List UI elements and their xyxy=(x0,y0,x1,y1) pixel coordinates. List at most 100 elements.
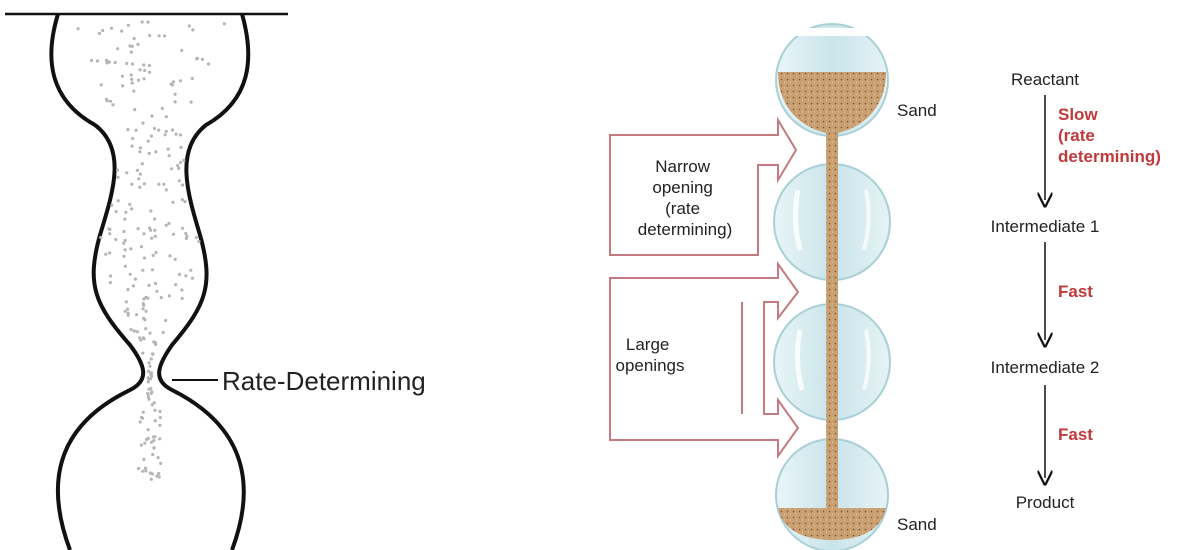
sand-dot xyxy=(165,130,168,133)
sand-dot xyxy=(150,375,153,378)
sand-dot xyxy=(170,82,173,85)
sand-dot xyxy=(134,278,137,281)
sand-dot xyxy=(130,183,133,186)
sand-dot xyxy=(145,438,148,441)
sand-dot xyxy=(201,58,204,61)
sand-dot xyxy=(90,59,93,62)
step-intermediate-1: Intermediate 1 xyxy=(991,217,1100,236)
sand-dot xyxy=(109,281,112,284)
sand-dot xyxy=(142,337,145,340)
sand-dot xyxy=(165,115,168,118)
sand-dot xyxy=(171,201,174,204)
sand-dot xyxy=(140,444,143,447)
sand-dot xyxy=(188,24,191,27)
sand-dot xyxy=(148,226,151,229)
sand-dot xyxy=(141,122,144,125)
sand-dot xyxy=(150,237,153,240)
sand-dot xyxy=(128,44,131,47)
sand-dot xyxy=(165,188,168,191)
sand-dot xyxy=(108,228,111,231)
sand-dot xyxy=(111,103,114,106)
sand-dot xyxy=(130,73,133,76)
sand-dot xyxy=(130,207,133,210)
reaction-steps: Reactant Slow (rate determining) Interme… xyxy=(991,70,1161,512)
sand-dot xyxy=(148,365,151,368)
sand-dot xyxy=(141,162,144,165)
sand-dot xyxy=(133,37,136,40)
sand-dot xyxy=(137,227,140,230)
sand-dot xyxy=(151,268,154,271)
sand-dot xyxy=(152,439,155,442)
sand-dot xyxy=(129,247,132,250)
sand-dot xyxy=(136,169,139,172)
sand-dot xyxy=(147,361,150,364)
sand-dot xyxy=(168,294,171,297)
sand-dot xyxy=(176,164,179,167)
sand-dot xyxy=(132,90,135,93)
sand-dot xyxy=(168,254,171,257)
sand-dot xyxy=(146,21,149,24)
sand-dot xyxy=(158,437,161,440)
sand-dot xyxy=(142,232,145,235)
sand-dot xyxy=(99,236,102,239)
sand-dot xyxy=(126,128,129,131)
sand-dot xyxy=(160,296,163,299)
sand-dot xyxy=(140,245,143,248)
sand-dot xyxy=(143,442,146,445)
sand-dot xyxy=(159,416,162,419)
sand-dot xyxy=(157,129,160,132)
sand-dot xyxy=(154,282,157,285)
sand-dot xyxy=(148,34,151,37)
sand-dot xyxy=(122,230,125,233)
sand-dot xyxy=(110,204,113,207)
hourglass-outline-right xyxy=(159,14,248,550)
sand-dot xyxy=(153,229,156,232)
sand-dot xyxy=(142,411,145,414)
sand-dot xyxy=(183,200,186,203)
sand-dot xyxy=(179,161,182,164)
sand-dot xyxy=(153,401,156,404)
sand-dot xyxy=(175,133,178,136)
sand-dot xyxy=(168,154,171,157)
sand-dot xyxy=(135,129,138,132)
step-product: Product xyxy=(1016,493,1075,512)
left-hourglass-diagram: Rate-Determining xyxy=(5,14,426,550)
sand-dot xyxy=(182,159,185,162)
sand-dot xyxy=(154,150,157,153)
sand-dot xyxy=(153,127,156,130)
sand-dot xyxy=(190,101,193,104)
sand-dot xyxy=(165,224,168,227)
sand-dot xyxy=(155,290,158,293)
sand-dot xyxy=(127,312,130,315)
sand-dot xyxy=(148,71,151,74)
sand-dot xyxy=(149,387,152,390)
sand-dot xyxy=(133,329,136,332)
sand-dot xyxy=(142,458,145,461)
sand-dot xyxy=(129,273,132,276)
sand-dot xyxy=(114,238,117,241)
sand-dot xyxy=(116,176,119,179)
sand-dot xyxy=(141,352,144,355)
sand-dot xyxy=(126,308,129,311)
sand-dot xyxy=(145,310,148,313)
sand-dot xyxy=(197,240,200,243)
sand-dot xyxy=(143,69,146,72)
sand-dot xyxy=(150,478,153,481)
sand-dot xyxy=(147,140,150,143)
step-intermediate-2: Intermediate 2 xyxy=(991,358,1100,377)
fast-label-1: Fast xyxy=(1058,282,1093,301)
sand-dot xyxy=(179,133,182,136)
sand-dot xyxy=(98,32,101,35)
sand-dot xyxy=(223,22,226,25)
fast-label-2: Fast xyxy=(1058,425,1093,444)
sand-dot xyxy=(108,251,111,254)
top-sand xyxy=(778,72,886,134)
sand-dot xyxy=(106,99,109,102)
sand-dot xyxy=(101,29,104,32)
sand-bottom-label: Sand xyxy=(897,515,937,534)
sand-dot xyxy=(126,288,129,291)
sand-dot xyxy=(105,59,108,62)
sand-dot xyxy=(181,183,184,186)
sand-dot xyxy=(184,274,187,277)
sand-dot xyxy=(179,79,182,82)
